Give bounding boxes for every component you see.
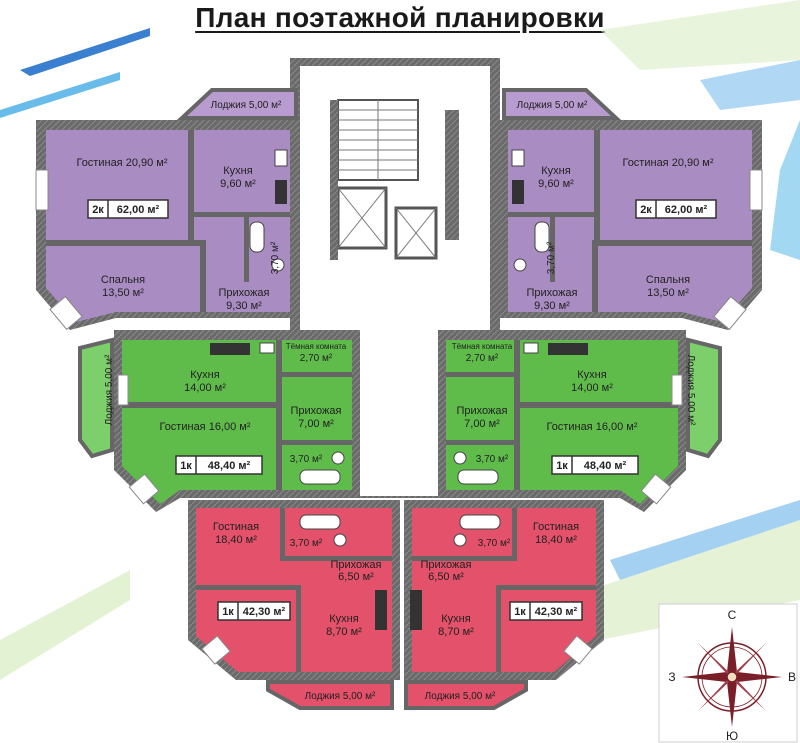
loggia-label: Лоджия 5,00 м²	[211, 100, 282, 111]
badge-area: 42,30 м²	[243, 606, 286, 618]
kitchen-area: 9,60 м²	[220, 178, 256, 190]
compass-rose: С Ю З В	[658, 603, 798, 743]
bathroom-area: 3,70 м²	[290, 454, 323, 465]
living-room-label: Гостиная 20,90 м²	[76, 157, 167, 169]
page-title: План поэтажной планировки	[195, 2, 605, 33]
loggia	[266, 680, 394, 710]
living-room-label: Гостиная 20,90 м²	[622, 157, 713, 169]
badge-area: 48,40 м²	[584, 460, 627, 472]
living-room-label: Гостиная 16,00 м²	[546, 421, 637, 433]
bathroom-area: 3,70 м²	[290, 538, 323, 549]
kitchen-label: Кухня	[541, 165, 570, 177]
loggia-label: Лоджия 5,00 м²	[104, 354, 115, 425]
badge-type: 1к	[514, 606, 526, 618]
compass-east: В	[788, 670, 796, 684]
kitchen-label: Кухня	[190, 369, 219, 381]
apartment-red-left	[188, 500, 400, 710]
bedroom-area: 13,50 м²	[102, 287, 144, 299]
badge-type: 1к	[180, 460, 192, 472]
kitchen-area: 8,70 м²	[326, 626, 362, 638]
hallway-area: 6,50 м²	[338, 571, 374, 583]
loggia-label: Лоджия 5,00 м²	[305, 691, 376, 702]
bedroom-label: Спальня	[646, 274, 690, 286]
loggia	[686, 337, 722, 459]
apartment-badge: 1к 48,40 м²	[551, 455, 639, 475]
compass-west: З	[668, 670, 675, 684]
badge-area: 62,00 м²	[117, 204, 160, 216]
badge-area: 48,40 м²	[208, 460, 251, 472]
compass-north: С	[728, 608, 737, 622]
compass-star-icon	[682, 627, 782, 727]
apartment-badge: 1к 48,40 м²	[175, 455, 263, 475]
bedroom-label: Спальня	[101, 274, 145, 286]
hallway-label: Прихожая	[457, 405, 508, 417]
dark-room-label: Тёмная комната	[452, 342, 513, 351]
loggia	[404, 680, 528, 710]
badge-type: 1к	[222, 606, 234, 618]
dark-room-area: 2,70 м²	[466, 353, 499, 364]
badge-type: 1к	[556, 460, 568, 472]
hallway-label: Прихожая	[291, 405, 342, 417]
hallway-label: Прихожая	[527, 287, 578, 299]
kitchen-area: 8,70 м²	[438, 626, 474, 638]
kitchen-area: 14,00 м²	[571, 382, 613, 394]
living-room-label: Гостиная	[533, 521, 579, 533]
apartment-badge: 1к 42,30 м²	[509, 601, 583, 621]
living-room-area: 18,40 м²	[215, 534, 257, 546]
hallway-label: Прихожая	[219, 287, 270, 299]
kitchen-label: Кухня	[441, 613, 470, 625]
bathroom-area: 3,70 м²	[270, 241, 281, 274]
badge-type: 2к	[92, 204, 104, 216]
kitchen-area: 14,00 м²	[184, 382, 226, 394]
badge-area: 42,30 м²	[535, 606, 578, 618]
living-room-area: 18,40 м²	[535, 534, 577, 546]
loggia-label: Лоджия 5,00 м²	[685, 355, 696, 426]
loggia-label: Лоджия 5,00 м²	[517, 100, 588, 111]
hallway-area: 7,00 м²	[464, 418, 500, 430]
hallway-label: Прихожая	[331, 559, 382, 571]
apartment-red-right	[404, 500, 604, 710]
hallway-area: 6,50 м²	[428, 571, 464, 583]
living-room-label: Гостиная 16,00 м²	[159, 421, 250, 433]
compass-south: Ю	[726, 729, 738, 743]
apartment-badge: 2к 62,00 м²	[635, 199, 717, 219]
loggia	[502, 88, 622, 120]
kitchen-label: Кухня	[223, 165, 252, 177]
hallway-area: 9,30 м²	[226, 300, 262, 312]
hallway-area: 9,30 м²	[534, 300, 570, 312]
bathroom-area: 3,70 м²	[476, 454, 509, 465]
bathroom-area: 3,70 м²	[478, 538, 511, 549]
apartment-badge: 1к 42,30 м²	[217, 601, 291, 621]
apartment-badge: 2к 62,00 м²	[87, 199, 169, 219]
loggia	[78, 337, 114, 459]
dark-room-label: Тёмная комната	[286, 342, 347, 351]
loggia-label: Лоджия 5,00 м²	[425, 691, 496, 702]
apartment-purple-left	[35, 88, 298, 331]
living-room-label: Гостиная	[213, 521, 259, 533]
kitchen-label: Кухня	[577, 369, 606, 381]
apartment-purple-right	[500, 88, 763, 331]
badge-area: 62,00 м²	[665, 204, 708, 216]
bathroom-area: 3,70 м²	[546, 241, 557, 274]
kitchen-area: 9,60 м²	[538, 178, 574, 190]
hallway-area: 7,00 м²	[298, 418, 334, 430]
hallway-label: Прихожая	[421, 559, 472, 571]
dark-room-area: 2,70 м²	[300, 353, 333, 364]
kitchen-label: Кухня	[329, 613, 358, 625]
bedroom-area: 13,50 м²	[647, 287, 689, 299]
badge-type: 2к	[640, 204, 652, 216]
loggia	[176, 88, 298, 120]
